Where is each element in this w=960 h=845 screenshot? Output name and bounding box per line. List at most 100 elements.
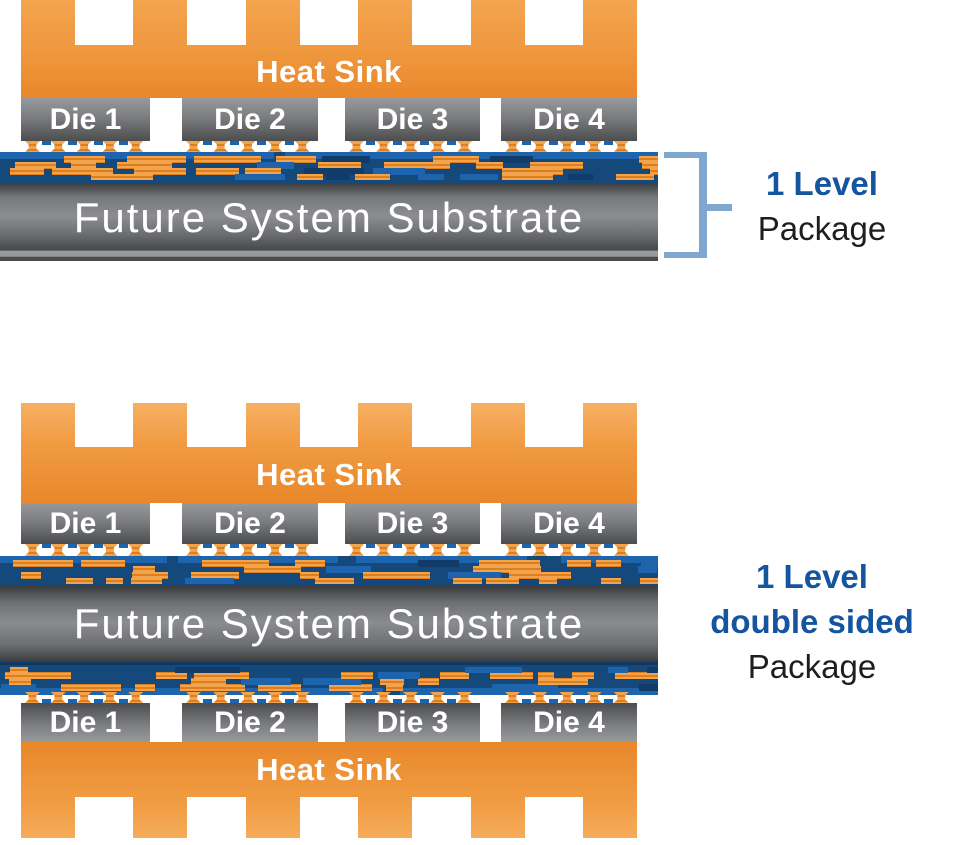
- bracket-tick: [707, 204, 732, 211]
- heat-sink-fin: [21, 797, 75, 838]
- interconnect-wire: [303, 678, 362, 685]
- interconnect-wire: [460, 174, 498, 180]
- interconnect-trace: [386, 684, 403, 691]
- heat-sink-fin: [358, 797, 413, 838]
- die-label: Die 1: [49, 705, 122, 739]
- interconnect-trace: [502, 174, 554, 180]
- bump-pad: [93, 699, 103, 703]
- interconnect-trace: [196, 168, 240, 175]
- micro-bump: [294, 141, 310, 152]
- interconnect-wire: [561, 556, 654, 563]
- die-label: Die 2: [214, 102, 286, 136]
- interconnect-trace: [363, 572, 431, 579]
- micro-bump: [213, 141, 229, 152]
- micro-bump: [102, 141, 118, 152]
- micro-bump: [128, 544, 144, 556]
- die-label: Die 2: [214, 705, 286, 739]
- bump-pad: [393, 141, 402, 145]
- bump-pad: [447, 699, 456, 703]
- interconnect-trace: [191, 572, 239, 579]
- interconnect-trace: [133, 168, 187, 175]
- die-row-top: Die 1 Die 2 Die 3 Die 4: [0, 503, 658, 544]
- micro-bump: [349, 692, 364, 703]
- micro-bump: [430, 141, 445, 152]
- bump-pad: [67, 699, 77, 703]
- interconnect-wire: [418, 174, 445, 180]
- micro-bump-layer: [0, 141, 658, 152]
- micro-bump: [213, 544, 229, 556]
- interconnect-trace: [567, 560, 592, 567]
- interconnect-trace: [318, 162, 361, 169]
- interconnect-wire: [61, 556, 167, 563]
- interconnect-wire: [326, 566, 371, 573]
- bump-pad: [284, 141, 294, 145]
- interconnect-wire: [240, 678, 291, 685]
- interconnect-trace: [478, 560, 541, 567]
- interconnect-trace: [641, 162, 658, 169]
- single-sided-package-label: 1 Level Package: [732, 161, 912, 251]
- bump-pad: [203, 699, 212, 703]
- bump-pad: [257, 544, 267, 548]
- bump-pad: [230, 699, 240, 703]
- heat-sink-fin: [358, 403, 413, 447]
- interconnect-trace: [439, 672, 469, 679]
- bump-pad: [284, 544, 294, 548]
- die-block: Die 3: [345, 98, 480, 141]
- interconnect-trace: [9, 678, 32, 685]
- interconnect-wire: [201, 152, 274, 159]
- bump-pad: [42, 699, 51, 703]
- heat-sink-fins-bottom: [0, 797, 658, 838]
- micro-bump: [294, 544, 310, 556]
- interconnect-trace: [66, 578, 93, 584]
- bump-pad: [576, 699, 586, 703]
- die-block: Die 4: [501, 98, 637, 141]
- interconnect-trace: [486, 578, 519, 584]
- bump-pad: [230, 544, 240, 548]
- bump-pad: [67, 544, 77, 548]
- interconnect-fill: [326, 174, 350, 180]
- bump-pad: [603, 699, 613, 703]
- micro-bump: [213, 692, 229, 703]
- heat-sink-fin: [358, 0, 413, 45]
- interconnect-wire: [256, 162, 294, 169]
- interconnect-trace: [341, 672, 374, 679]
- interconnect-trace: [191, 678, 227, 685]
- die-label: Die 1: [49, 102, 122, 136]
- interconnect-wire: [0, 152, 62, 159]
- interconnect-fill: [490, 156, 534, 163]
- interconnect-fill: [174, 667, 240, 673]
- bump-pad: [366, 141, 375, 145]
- interconnect-trace: [9, 667, 29, 673]
- interconnect-trace: [275, 156, 316, 163]
- bump-pad: [203, 544, 212, 548]
- bump-pad: [522, 141, 531, 145]
- die-block: Die 4: [501, 703, 637, 742]
- bump-pad: [119, 699, 129, 703]
- micro-bump: [586, 141, 602, 152]
- micro-bump: [559, 692, 575, 703]
- micro-bump: [240, 141, 256, 152]
- interconnect-trace: [354, 174, 390, 180]
- interconnect-wire: [458, 556, 527, 563]
- heat-sink-fin: [245, 0, 300, 45]
- die-label: Die 2: [214, 506, 286, 540]
- interconnect-trace: [453, 578, 483, 584]
- interconnect-trace: [614, 672, 658, 679]
- interconnect-trace: [70, 162, 96, 169]
- heat-sink-fin: [245, 403, 300, 447]
- bump-pad: [257, 141, 267, 145]
- interconnect-trace: [10, 168, 44, 175]
- interconnect-trace: [180, 684, 245, 691]
- heat-sink-label: Heat Sink: [256, 751, 402, 787]
- micro-bump: [186, 544, 201, 556]
- die-label: Die 4: [533, 705, 605, 739]
- heat-sink-fin: [133, 797, 188, 838]
- micro-bump: [559, 141, 575, 152]
- micro-bump: [76, 544, 92, 556]
- micro-bump: [376, 141, 391, 152]
- bump-pad: [230, 141, 240, 145]
- die-label: Die 3: [376, 506, 449, 540]
- bump-pad: [576, 544, 586, 548]
- label-level: 1 Level: [756, 558, 868, 595]
- interconnect-trace: [156, 672, 188, 679]
